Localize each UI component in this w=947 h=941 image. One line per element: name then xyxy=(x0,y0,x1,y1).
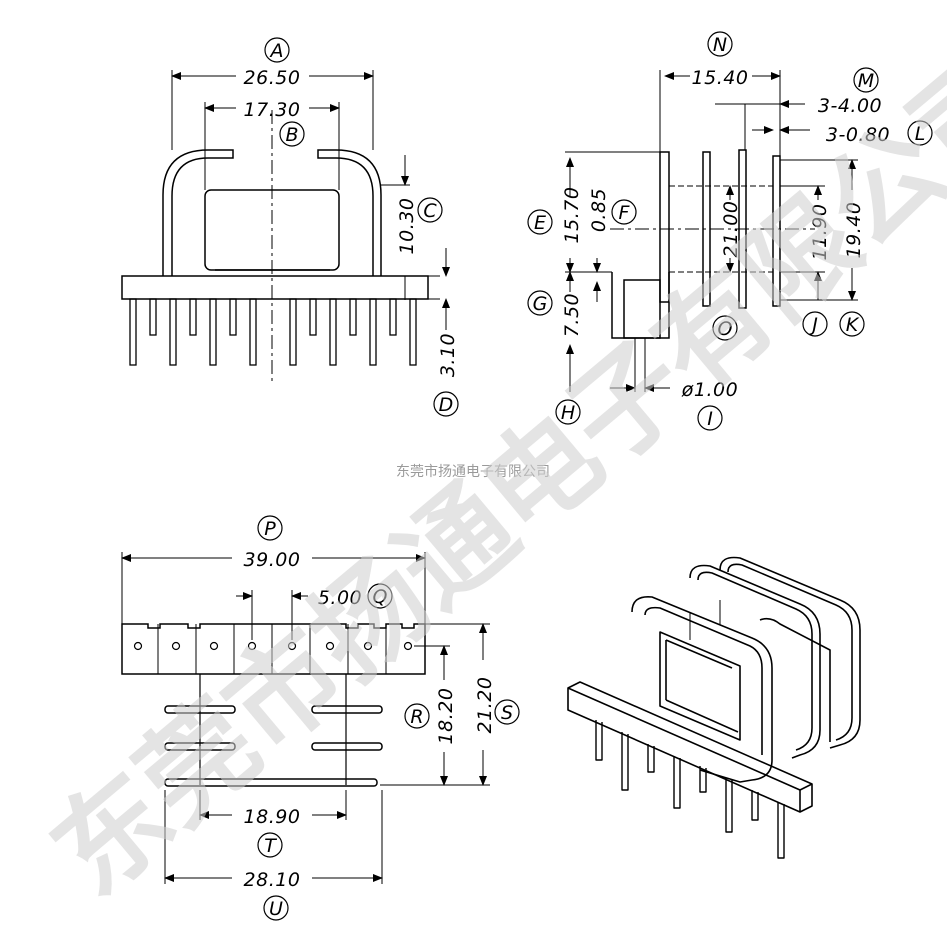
dim-U-value: 28.10 xyxy=(244,869,301,891)
dim-L-value: 3-0.80 xyxy=(826,124,890,146)
callout-Q: Q xyxy=(367,583,393,609)
svg-text:U: U xyxy=(269,898,283,920)
callout-O: O xyxy=(712,315,738,341)
svg-text:B: B xyxy=(285,124,298,146)
callout-P: P xyxy=(257,515,283,541)
dim-T-value: 18.90 xyxy=(244,806,301,828)
svg-text:L: L xyxy=(915,123,926,145)
isometric-view xyxy=(567,556,861,859)
svg-text:K: K xyxy=(846,314,860,336)
svg-text:I: I xyxy=(707,408,713,430)
front-view xyxy=(121,70,450,385)
callout-H: H xyxy=(555,399,581,425)
callout-A: A xyxy=(264,37,290,63)
svg-text:Q: Q xyxy=(373,586,388,608)
dim-K-value: 19.40 xyxy=(843,202,865,259)
dim-J-value: 11.90 xyxy=(809,204,831,261)
callout-M: M xyxy=(853,67,879,93)
callout-K: K xyxy=(839,311,865,337)
svg-text:P: P xyxy=(264,518,276,540)
dim-F-value: 0.85 xyxy=(588,188,610,232)
callout-D: D xyxy=(433,391,459,417)
svg-text:T: T xyxy=(264,835,277,857)
svg-text:N: N xyxy=(713,34,727,56)
callout-F: F xyxy=(611,199,637,225)
dim-E-value: 15.70 xyxy=(561,187,583,244)
dim-M-value: 3-4.00 xyxy=(818,95,882,117)
svg-text:O: O xyxy=(718,318,733,340)
svg-text:H: H xyxy=(561,402,575,424)
svg-text:J: J xyxy=(808,314,818,336)
svg-text:S: S xyxy=(501,702,513,724)
svg-text:F: F xyxy=(619,202,631,224)
callout-U: U xyxy=(263,895,289,921)
callout-J: J xyxy=(802,311,828,337)
callout-E: E xyxy=(527,209,553,235)
svg-text:D: D xyxy=(439,394,454,416)
callout-R: R xyxy=(404,703,430,729)
dim-I-value: ø1.00 xyxy=(681,379,738,401)
dim-A-value: 26.50 xyxy=(244,67,301,89)
svg-text:A: A xyxy=(269,40,284,62)
callout-I: I xyxy=(697,405,723,431)
dim-O-value: 21.00 xyxy=(720,201,742,258)
callout-C: C xyxy=(417,197,443,223)
dim-R-value: 18.20 xyxy=(435,688,457,745)
dim-C-value: 10.30 xyxy=(396,198,418,255)
callout-B: B xyxy=(279,121,305,147)
svg-text:G: G xyxy=(533,293,548,315)
dim-B-value: 17.30 xyxy=(244,99,301,121)
svg-text:C: C xyxy=(423,200,437,222)
dim-Q-value: 5.00 xyxy=(318,587,362,609)
svg-text:M: M xyxy=(858,70,874,92)
svg-text:E: E xyxy=(534,212,546,234)
bottom-view xyxy=(121,552,490,884)
svg-text:R: R xyxy=(410,706,423,728)
dim-P-value: 39.00 xyxy=(244,549,301,571)
callout-N: N xyxy=(707,31,733,57)
isometric-view-pins xyxy=(595,720,785,859)
dim-S-value: 21.20 xyxy=(474,677,496,734)
dim-G-value: 7.50 xyxy=(561,293,583,337)
callout-T: T xyxy=(257,832,283,858)
callout-G: G xyxy=(527,290,553,316)
company-caption: 东莞市扬通电子有限公司 xyxy=(396,463,550,480)
bottom-view-pin-holes xyxy=(133,641,413,651)
diagonal-watermark: 东莞市扬通电子有限公司 xyxy=(29,29,947,921)
front-view-pins xyxy=(129,298,417,366)
dim-N-value: 15.40 xyxy=(692,67,749,89)
dim-D-value: 3.10 xyxy=(437,333,459,377)
side-view xyxy=(565,70,858,392)
callout-L: L xyxy=(907,120,933,146)
callout-S: S xyxy=(494,699,520,725)
